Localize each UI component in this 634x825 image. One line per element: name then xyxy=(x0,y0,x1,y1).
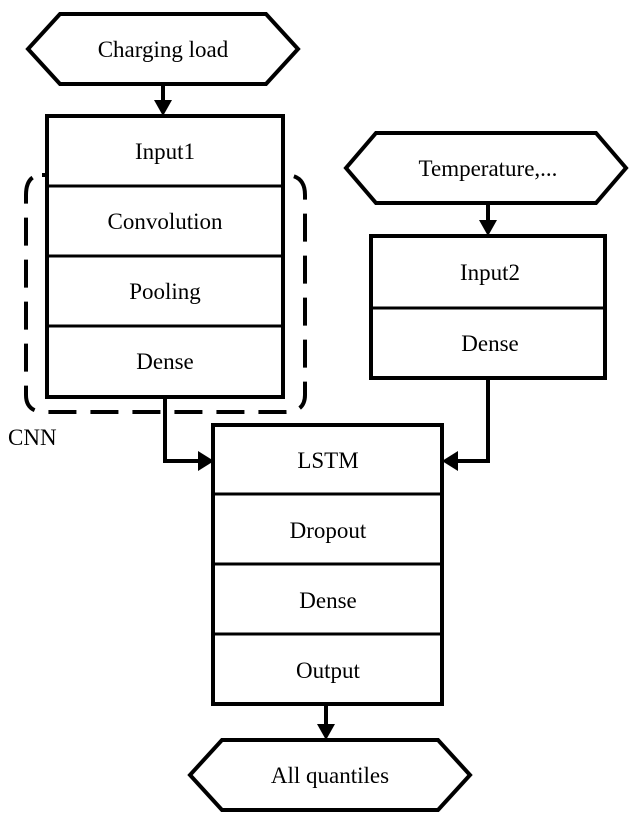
lstm-label: LSTM xyxy=(297,448,358,473)
weather-dense-label: Dense xyxy=(461,331,518,356)
temperature-label: Temperature,... xyxy=(419,156,558,181)
cnn-to-lstm-connector xyxy=(163,397,200,463)
weather-to-lstm-connector xyxy=(455,378,490,463)
temperature-arrowhead xyxy=(479,220,497,236)
input1-label: Input1 xyxy=(135,139,195,164)
charging-load-label: Charging load xyxy=(98,37,229,62)
weather-to-lstm-arrowhead xyxy=(442,451,458,471)
convolution-label: Convolution xyxy=(107,209,223,234)
cnn-group-boundary xyxy=(24,173,307,414)
charging-load-node xyxy=(25,12,301,86)
output-arrowhead xyxy=(317,724,335,740)
dropout-label: Dropout xyxy=(290,518,367,543)
cnn-stack: Input1 Convolution Pooling Dense xyxy=(45,114,285,399)
charging-load-arrowhead xyxy=(154,100,172,116)
cnn-to-lstm-arrowhead xyxy=(198,451,214,471)
cnn-dense-label: Dense xyxy=(136,349,193,374)
lstm-dense-label: Dense xyxy=(299,588,356,613)
output-label: Output xyxy=(296,658,361,683)
temperature-node xyxy=(343,131,629,205)
all-quantiles-node xyxy=(187,738,473,812)
weather-stack: Input2 Dense xyxy=(369,234,607,380)
pooling-label: Pooling xyxy=(129,279,201,304)
all-quantiles-label: All quantiles xyxy=(271,763,389,788)
lstm-stack: LSTM Dropout Dense Output xyxy=(211,423,444,706)
cnn-label: CNN xyxy=(8,425,57,450)
input2-label: Input2 xyxy=(460,260,520,285)
